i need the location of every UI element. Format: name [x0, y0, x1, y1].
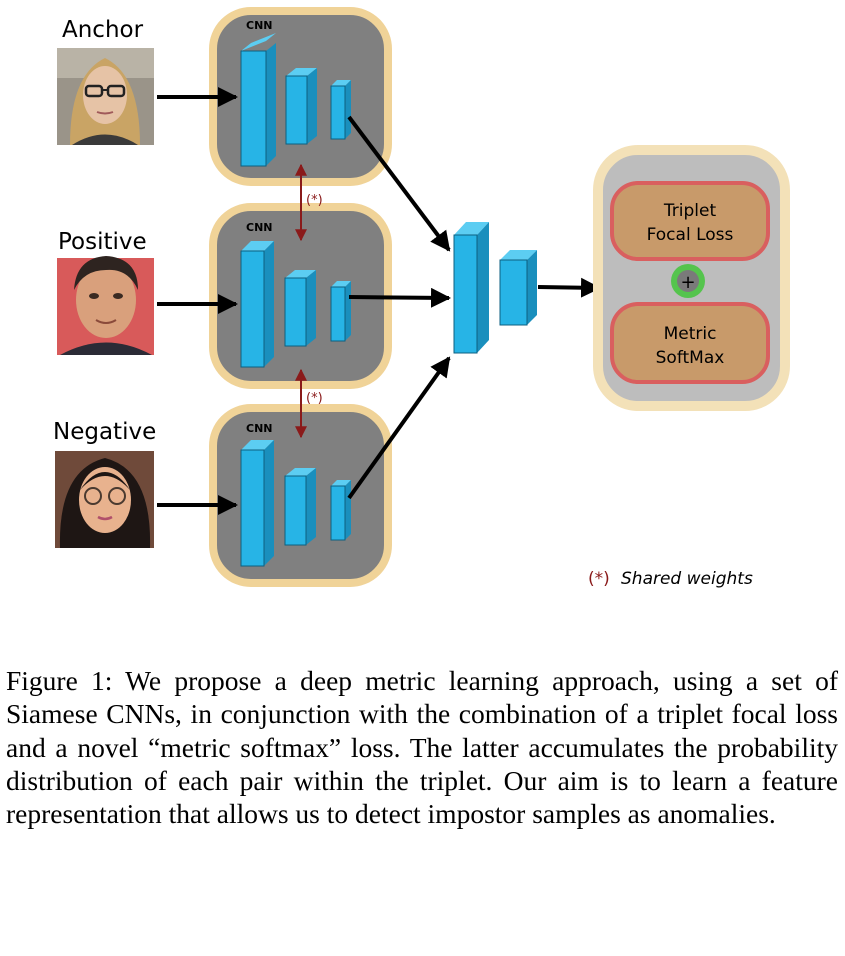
legend-text: Shared weights	[621, 569, 753, 589]
metric-softmax-box: Metric SoftMax	[610, 302, 770, 384]
cnn-label-positive: CNN	[246, 221, 273, 234]
positive-output-arrow	[348, 287, 451, 308]
anchor-output-arrow	[347, 115, 451, 252]
cnn-layer-block	[240, 241, 274, 368]
shared-marker-bottom: (*)	[306, 391, 323, 406]
anchor-label: Anchor	[62, 17, 144, 43]
anchor-face-image	[57, 48, 154, 145]
merged-layer-block	[453, 222, 489, 354]
cnn-layer-block	[330, 480, 351, 541]
svg-text:Focal Loss: Focal Loss	[647, 225, 734, 245]
negative-face-image	[55, 451, 154, 548]
negative-label: Negative	[53, 419, 157, 445]
diagram-svg: CNN CNN CNN	[55, 7, 790, 589]
svg-text:Triplet: Triplet	[663, 201, 717, 221]
triplet-focal-loss-box: Triplet Focal Loss	[610, 181, 770, 261]
legend-marker: (*)	[588, 569, 610, 589]
loss-panel: Triplet Focal Loss + Metric SoftMax	[593, 145, 790, 411]
merged-layer-block	[499, 250, 537, 326]
cnn-label-anchor: CNN	[246, 19, 273, 32]
negative-output-arrow	[347, 356, 451, 500]
cnn-layer-block	[240, 440, 274, 567]
shared-marker-top: (*)	[306, 193, 323, 208]
plus-combine-icon: +	[671, 264, 705, 298]
merged-output-arrow	[537, 277, 601, 298]
cnn-layer-block	[284, 270, 316, 347]
figure-caption: Figure 1: We propose a deep metric learn…	[6, 665, 838, 830]
cnn-label-negative: CNN	[246, 422, 273, 435]
svg-text:+: +	[680, 272, 695, 293]
svg-text:SoftMax: SoftMax	[656, 348, 725, 368]
svg-text:Metric: Metric	[664, 324, 717, 344]
positive-face-image	[57, 256, 154, 355]
positive-label: Positive	[58, 229, 147, 255]
cnn-layer-block	[330, 281, 351, 342]
cnn-layer-block	[285, 68, 317, 145]
cnn-layer-block	[284, 468, 316, 546]
cnn-layer-block	[240, 33, 276, 167]
shared-weights-legend: (*) Shared weights	[588, 569, 753, 589]
cnn-layer-block	[330, 80, 351, 140]
